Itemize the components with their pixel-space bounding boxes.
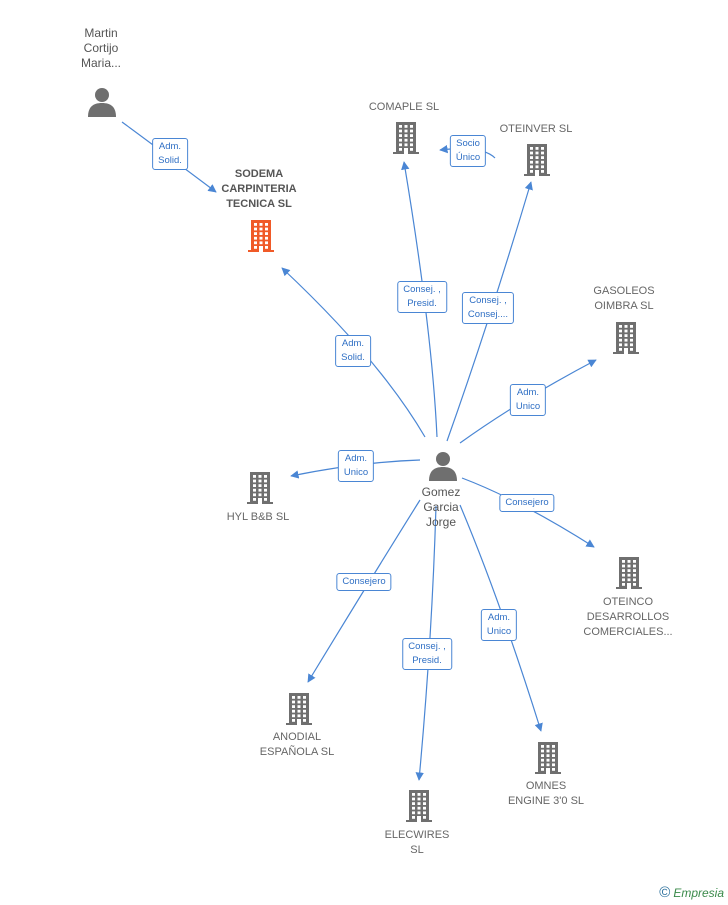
- edge-label-line: Adm.: [341, 338, 365, 349]
- node-label-line: ENGINE 3'0 SL: [507, 795, 585, 807]
- edge-label-gomez-to-oteinver[interactable]: Consej. , Consej....: [461, 292, 515, 324]
- edge-label-martin-to-sodema[interactable]: Adm. Solid.: [152, 138, 188, 170]
- node-label-oteinver[interactable]: OTEINVER SL: [486, 122, 586, 137]
- node-label-line: SODEMA: [234, 167, 284, 180]
- edge-label-line: Adm.: [516, 387, 540, 398]
- node-label-line: OTEINVER SL: [499, 122, 573, 135]
- node-label-line: SL: [410, 844, 424, 856]
- edge-label-line: Consejero: [342, 576, 386, 587]
- node-label-line: GASOLEOS: [593, 285, 655, 297]
- node-label-sodema[interactable]: SODEMA CARPINTERIA TECNICA SL: [209, 167, 309, 212]
- building-icon: [393, 122, 419, 154]
- node-label-line: Cortijo: [83, 40, 119, 55]
- node-label-line: COMAPLE SL: [368, 100, 440, 113]
- person-icon: [429, 452, 457, 481]
- node-label-line: TECNICA SL: [226, 197, 292, 210]
- building-icon: [248, 220, 274, 252]
- edge-label-line: Consej. ,: [403, 284, 441, 295]
- building-icon: [406, 790, 432, 822]
- edge-label-line: Adm.: [487, 612, 511, 623]
- edge-label-line: Adm.: [158, 141, 182, 152]
- node-label-line: ELECWIRES: [384, 829, 450, 841]
- building-icon: [247, 472, 273, 504]
- edge-label-line: Presid.: [407, 298, 437, 309]
- edge-label-line: Consejero: [505, 497, 549, 508]
- edge-label-line: Adm.: [344, 453, 368, 464]
- node-label-oteinco[interactable]: OTEINCO DESARROLLOS COMERCIALES...: [573, 595, 683, 640]
- footer-brand[interactable]: ©Empresia: [659, 884, 724, 901]
- edge-label-gomez-to-sodema[interactable]: Adm. Solid.: [335, 335, 371, 367]
- node-label-line: OTEINCO: [602, 595, 654, 608]
- edge-label-line: Unico: [343, 467, 369, 478]
- node-label-line: CARPINTERIA: [221, 182, 297, 195]
- building-icon: [613, 322, 639, 354]
- node-label-hyl[interactable]: HYL B&B SL: [213, 510, 303, 525]
- node-label-line: Jorge: [425, 514, 457, 529]
- edge-label-line: Consej. ,: [469, 295, 507, 306]
- node-label-line: HYL B&B SL: [226, 510, 290, 523]
- edge-label-line: Solid.: [341, 352, 365, 363]
- edge-label-gomez-to-elecwires[interactable]: Consej. , Presid.: [402, 638, 452, 670]
- node-label-line: DESARROLLOS: [586, 610, 670, 623]
- edge-label-line: Presid.: [412, 655, 442, 666]
- node-label-line: Maria...: [80, 55, 121, 70]
- building-icon: [524, 144, 550, 176]
- node-label-line: OIMBRA SL: [594, 300, 654, 312]
- edge-label-line: Unico: [515, 401, 541, 412]
- edge-gomez-to-comaple: [401, 161, 438, 438]
- edge-label-gomez-to-anodial[interactable]: Consejero: [336, 573, 392, 591]
- edge-label-line: Socio: [456, 138, 480, 149]
- node-label-line: Martin: [84, 25, 118, 40]
- edge-label-gomez-to-omnes[interactable]: Adm. Unico: [480, 609, 518, 641]
- edge-label-line: Consej. ,: [408, 641, 446, 652]
- building-icon: [616, 557, 642, 589]
- node-label-line: ANODIAL: [272, 731, 322, 743]
- edge-label-line: Único: [455, 152, 481, 163]
- edge-label-gomez-to-oteinco[interactable]: Consejero: [499, 494, 555, 512]
- node-label-omnes[interactable]: OMNES ENGINE 3'0 SL: [496, 779, 596, 809]
- node-label-line: COMERCIALES...: [583, 625, 673, 638]
- edge-label-gomez-to-hyl[interactable]: Adm. Unico: [337, 450, 375, 482]
- node-label-line: Gomez: [421, 484, 461, 499]
- brand-name: Empresia: [673, 886, 724, 900]
- edge-label-line: Consej....: [467, 309, 509, 320]
- node-label-gasoleos[interactable]: GASOLEOS OIMBRA SL: [584, 284, 664, 314]
- person-icon: [88, 88, 116, 117]
- node-label-comaple[interactable]: COMAPLE SL: [359, 100, 449, 115]
- building-icon: [286, 693, 312, 725]
- edge-label-line: Unico: [486, 626, 512, 637]
- edge-label-line: Solid.: [158, 155, 182, 166]
- building-icon: [535, 742, 561, 774]
- edge-label-gomez-to-comaple[interactable]: Consej. , Presid.: [397, 281, 447, 313]
- edge-label-gomez-to-gasoleos[interactable]: Adm. Unico: [509, 384, 547, 416]
- copyright-icon: ©: [659, 884, 671, 901]
- edge-gomez-to-oteinco: [461, 477, 595, 548]
- node-label-line: OMNES: [525, 780, 567, 792]
- node-label-elecwires[interactable]: ELECWIRES SL: [372, 828, 462, 858]
- node-label-line: ESPAÑOLA SL: [259, 746, 335, 758]
- node-label-line: Garcia: [423, 499, 459, 514]
- node-label-anodial[interactable]: ANODIAL ESPAÑOLA SL: [247, 730, 347, 760]
